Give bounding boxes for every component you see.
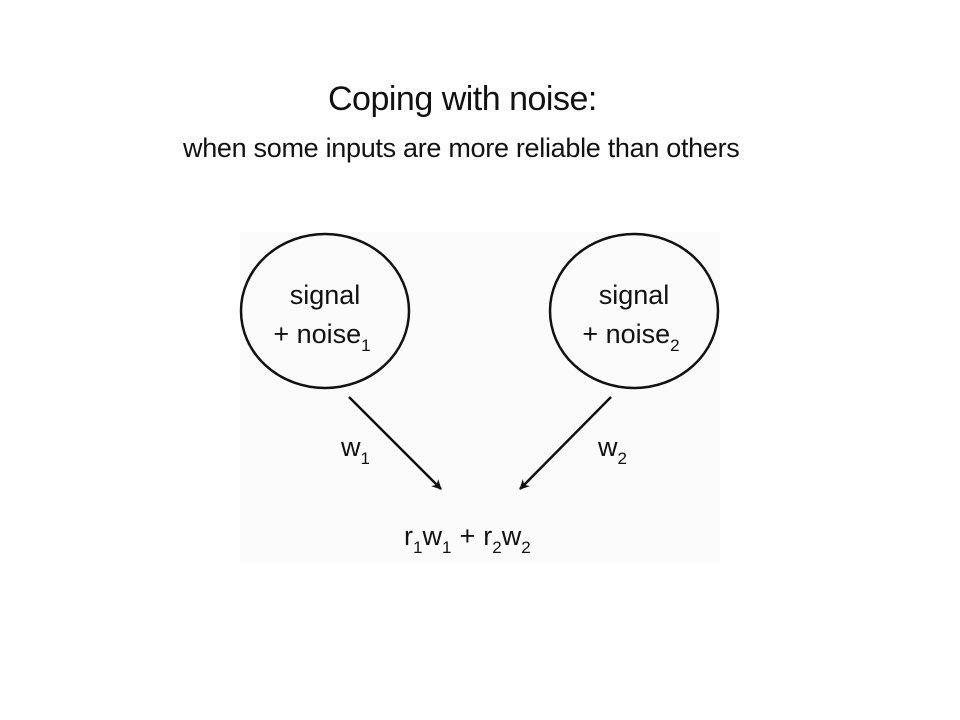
edge-1-weight-subscript: 1: [361, 449, 370, 468]
output-expression: r1w1+r2w2: [404, 521, 531, 557]
input-node-2-noise-label: + noise: [582, 319, 670, 349]
edge-2-weight: w: [597, 432, 618, 462]
output-w2: w: [501, 521, 522, 551]
input-node-1-circle: [239, 232, 411, 390]
input-node-1-noise-label: + noise: [273, 319, 361, 349]
input-node-2-noise-subscript: 2: [670, 336, 679, 355]
output-r1: r: [404, 521, 413, 551]
input-node-2-circle: [548, 232, 720, 390]
edge-1-weight-label: w1: [340, 432, 370, 468]
input-node-1-noise-subscript: 1: [361, 336, 370, 355]
input-node-2: signal + noise2: [548, 232, 720, 390]
slide-title: Coping with noise:: [328, 80, 597, 118]
edge-2-weight-subscript: 2: [618, 449, 627, 468]
input-node-2-signal-label: signal: [599, 280, 670, 310]
input-node-1-signal-label: signal: [290, 280, 361, 310]
output-w1-subscript: 1: [442, 538, 451, 557]
input-node-1: signal + noise1: [239, 232, 411, 390]
output-plus: +: [459, 521, 475, 551]
output-r1-subscript: 1: [413, 538, 422, 557]
input-node-2-noise-text: + noise2: [582, 319, 679, 355]
slide-subtitle: when some inputs are more reliable than …: [183, 133, 740, 163]
figure-background: [240, 232, 720, 562]
edge-2-weight-label: w2: [597, 432, 627, 468]
output-r2-subscript: 2: [492, 538, 501, 557]
output-w1: w: [421, 521, 442, 551]
output-r2: r: [483, 521, 492, 551]
input-node-1-noise-text: + noise1: [273, 319, 370, 355]
edge-2-arrow: [519, 396, 612, 490]
edge-1-arrow: [348, 396, 442, 490]
edge-1-weight: w: [340, 432, 361, 462]
output-w2-subscript: 2: [521, 538, 530, 557]
